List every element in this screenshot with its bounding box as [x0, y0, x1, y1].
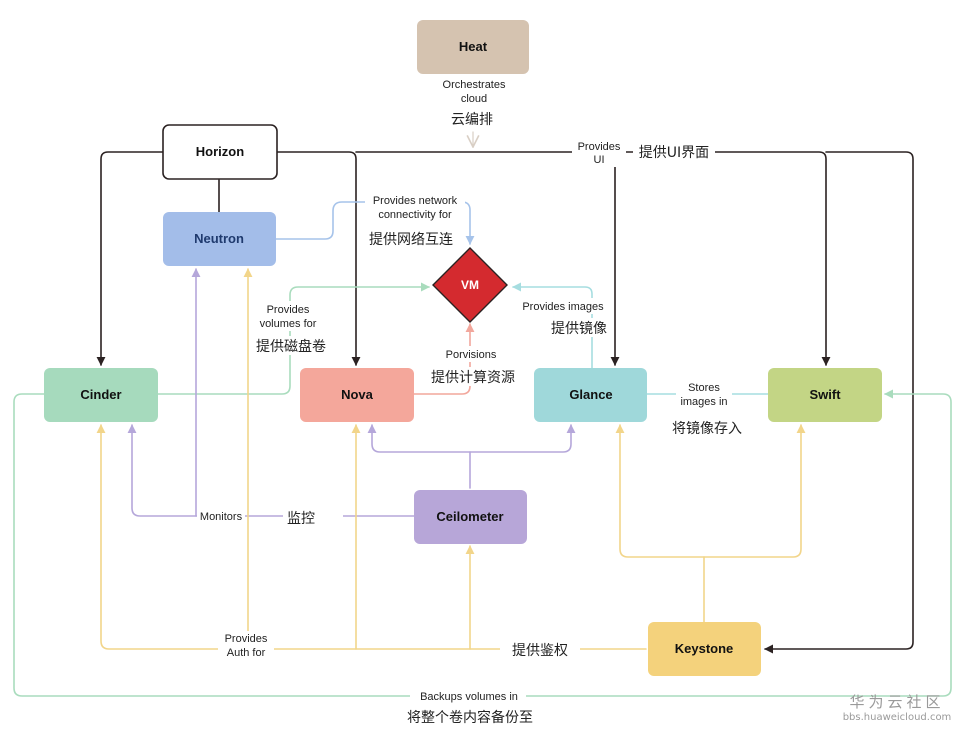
- watermark-url: bbs.huaweicloud.com: [842, 712, 952, 723]
- label-orchestrates-en-2: cloud: [461, 93, 487, 105]
- label-provides-ui-en-1: Provides: [578, 141, 621, 153]
- edge-ceilometer-glance: [469, 424, 576, 453]
- label-provides-ui-zh: 提供UI界面: [639, 145, 709, 161]
- edge-horizon-nova: [276, 151, 361, 366]
- watermark: 华为云社区 bbs.huaweicloud.com: [838, 693, 956, 724]
- label-images-en: Provides images: [522, 301, 604, 313]
- node-swift[interactable]: Swift: [768, 368, 882, 422]
- node-ceilometer[interactable]: Ceilometer: [414, 490, 527, 544]
- node-keystone-label: Keystone: [675, 641, 734, 656]
- edge-ceilometer-nova: [367, 424, 471, 453]
- label-auth-en-2: Auth for: [227, 647, 266, 659]
- watermark-title: 华为云社区: [849, 693, 945, 711]
- node-heat-label: Heat: [459, 39, 488, 54]
- node-glance[interactable]: Glance: [534, 368, 647, 422]
- node-ceilometer-label: Ceilometer: [436, 509, 503, 524]
- label-stores-en-1: Stores: [688, 382, 720, 394]
- node-cinder-label: Cinder: [80, 387, 121, 402]
- edge-glance-vm: [512, 282, 593, 369]
- label-network-en-2: connectivity for: [378, 209, 452, 221]
- label-network-en-1: Provides network: [373, 195, 458, 207]
- label-backups-en: Backups volumes in: [420, 691, 518, 703]
- label-images-zh: 提供镜像: [551, 321, 607, 337]
- edge-ceilometer-cinder: [127, 424, 415, 517]
- edge-keystone-swift: [703, 424, 806, 558]
- label-stores-zh: 将镜像存入: [672, 421, 742, 437]
- node-keystone[interactable]: Keystone: [648, 622, 761, 676]
- label-volumes-zh: 提供磁盘卷: [256, 338, 326, 355]
- edge-keystone-glance: [615, 424, 705, 558]
- label-auth-en-1: Provides: [225, 633, 268, 645]
- label-orchestrates-en-1: Orchestrates: [443, 79, 506, 91]
- node-vm[interactable]: VM: [432, 247, 508, 323]
- node-cinder[interactable]: Cinder: [44, 368, 158, 422]
- edge-cinder-swift-backup: [13, 389, 952, 697]
- edge-keystone-cinder: [96, 424, 647, 650]
- node-neutron-label: Neutron: [194, 231, 244, 246]
- label-backups-zh: 将整个卷内容备份至: [407, 709, 533, 726]
- label-stores-en-2: images in: [680, 396, 727, 408]
- edge-horizon-swift: [614, 151, 831, 366]
- node-glance-label: Glance: [569, 387, 612, 402]
- label-monitors-en: Monitors: [200, 511, 243, 523]
- edge-horizon-keystone: [764, 151, 914, 654]
- node-swift-label: Swift: [809, 387, 841, 402]
- node-vm-label: VM: [461, 278, 479, 292]
- node-horizon[interactable]: Horizon: [162, 124, 278, 180]
- edge-neutron-vm: [275, 201, 475, 245]
- node-neutron[interactable]: Neutron: [163, 212, 276, 266]
- node-nova-label: Nova: [341, 387, 374, 402]
- node-horizon-label: Horizon: [196, 144, 244, 159]
- label-network-zh: 提供网络互连: [369, 232, 453, 248]
- edge-nova-vm: [413, 323, 475, 395]
- node-nova[interactable]: Nova: [300, 368, 414, 422]
- label-provides-ui-en-2: UI: [594, 154, 605, 166]
- edge-horizon-cinder: [96, 151, 164, 366]
- label-auth-zh: 提供鉴权: [512, 643, 568, 659]
- label-volumes-en-2: volumes for: [260, 318, 317, 330]
- label-provisions-zh: 提供计算资源: [431, 370, 515, 386]
- label-orchestrates-zh: 云编排: [451, 112, 493, 128]
- label-monitors-zh: 监控: [287, 511, 315, 527]
- label-volumes-en-1: Provides: [267, 304, 310, 316]
- node-heat[interactable]: Heat: [417, 20, 529, 74]
- label-provisions-en: Porvisions: [446, 349, 497, 361]
